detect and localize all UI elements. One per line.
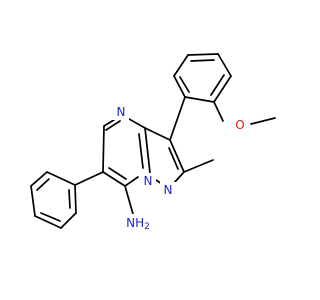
bond-phenyl-4-inner [40,212,61,222]
atom-nh2: NH2 [126,216,150,232]
bond-aryl-3 [217,53,232,77]
atom-bg-n-pyrimidine [112,104,129,120]
atom-o-methoxy: O [235,118,244,132]
bond-n8-c4a [144,127,151,174]
bond-c6-c7 [102,171,126,187]
bond-aryl-2 [213,75,232,103]
bond-phenyl-2 [30,171,48,187]
atom-bg-nh2 [125,214,156,232]
bond-aryl-6-inner [179,76,190,93]
bond-c6-phenyl [74,171,104,186]
bond-c2-n1 [173,171,185,184]
bond-n8-c4a-inner [138,133,144,169]
bond-c3-aryl [169,96,186,141]
bond-aryl-4-inner [190,59,215,62]
bond-c3-c2-inner [168,147,179,170]
atom-bg-n-bridgehead [139,173,156,188]
amine-label: NH [126,216,144,230]
atom-bg-o-methoxy [231,117,248,133]
bond-phenyl-2-inner [36,178,50,191]
atom-n-pyrazole: N [164,183,173,197]
molecule-diagram: N N N O NH2 [30,53,276,232]
bond-aryl-6 [173,75,186,98]
bond-c2-methyl [183,159,214,173]
bond-n4-c5-inner [105,120,121,131]
bond-phenyl-3 [30,185,36,217]
bond-phenyl-6 [74,184,77,214]
bond-aryl-1 [184,96,215,103]
bond-c6-c7-inner [108,167,127,180]
atom-labels: N N N O NH2 [112,104,248,232]
amine-subscript: 2 [144,222,150,232]
bond-c5-c6 [102,125,105,173]
atom-n-pyrimidine: N [117,105,126,119]
bond-phenyl-5 [60,212,77,229]
bond-layer [30,53,276,229]
atom-bg-n-pyrazole [160,182,177,198]
bond-c7-nh2 [124,185,134,215]
bond-c4a-c3 [144,127,171,141]
bond-aryl-5 [173,54,189,77]
bond-c7-n8 [124,176,139,187]
bond-aryl-2-inner [210,74,225,96]
bond-phenyl-4 [34,215,62,229]
bond-aryl-o [213,101,224,122]
bond-c3-c2 [169,139,185,173]
bond-phenyl-6-inner [68,189,71,209]
atom-n-bridgehead: N [144,174,153,188]
bond-phenyl-1 [46,171,76,186]
bond-aryl-4 [187,53,219,56]
bond-o-methyl [250,117,276,125]
